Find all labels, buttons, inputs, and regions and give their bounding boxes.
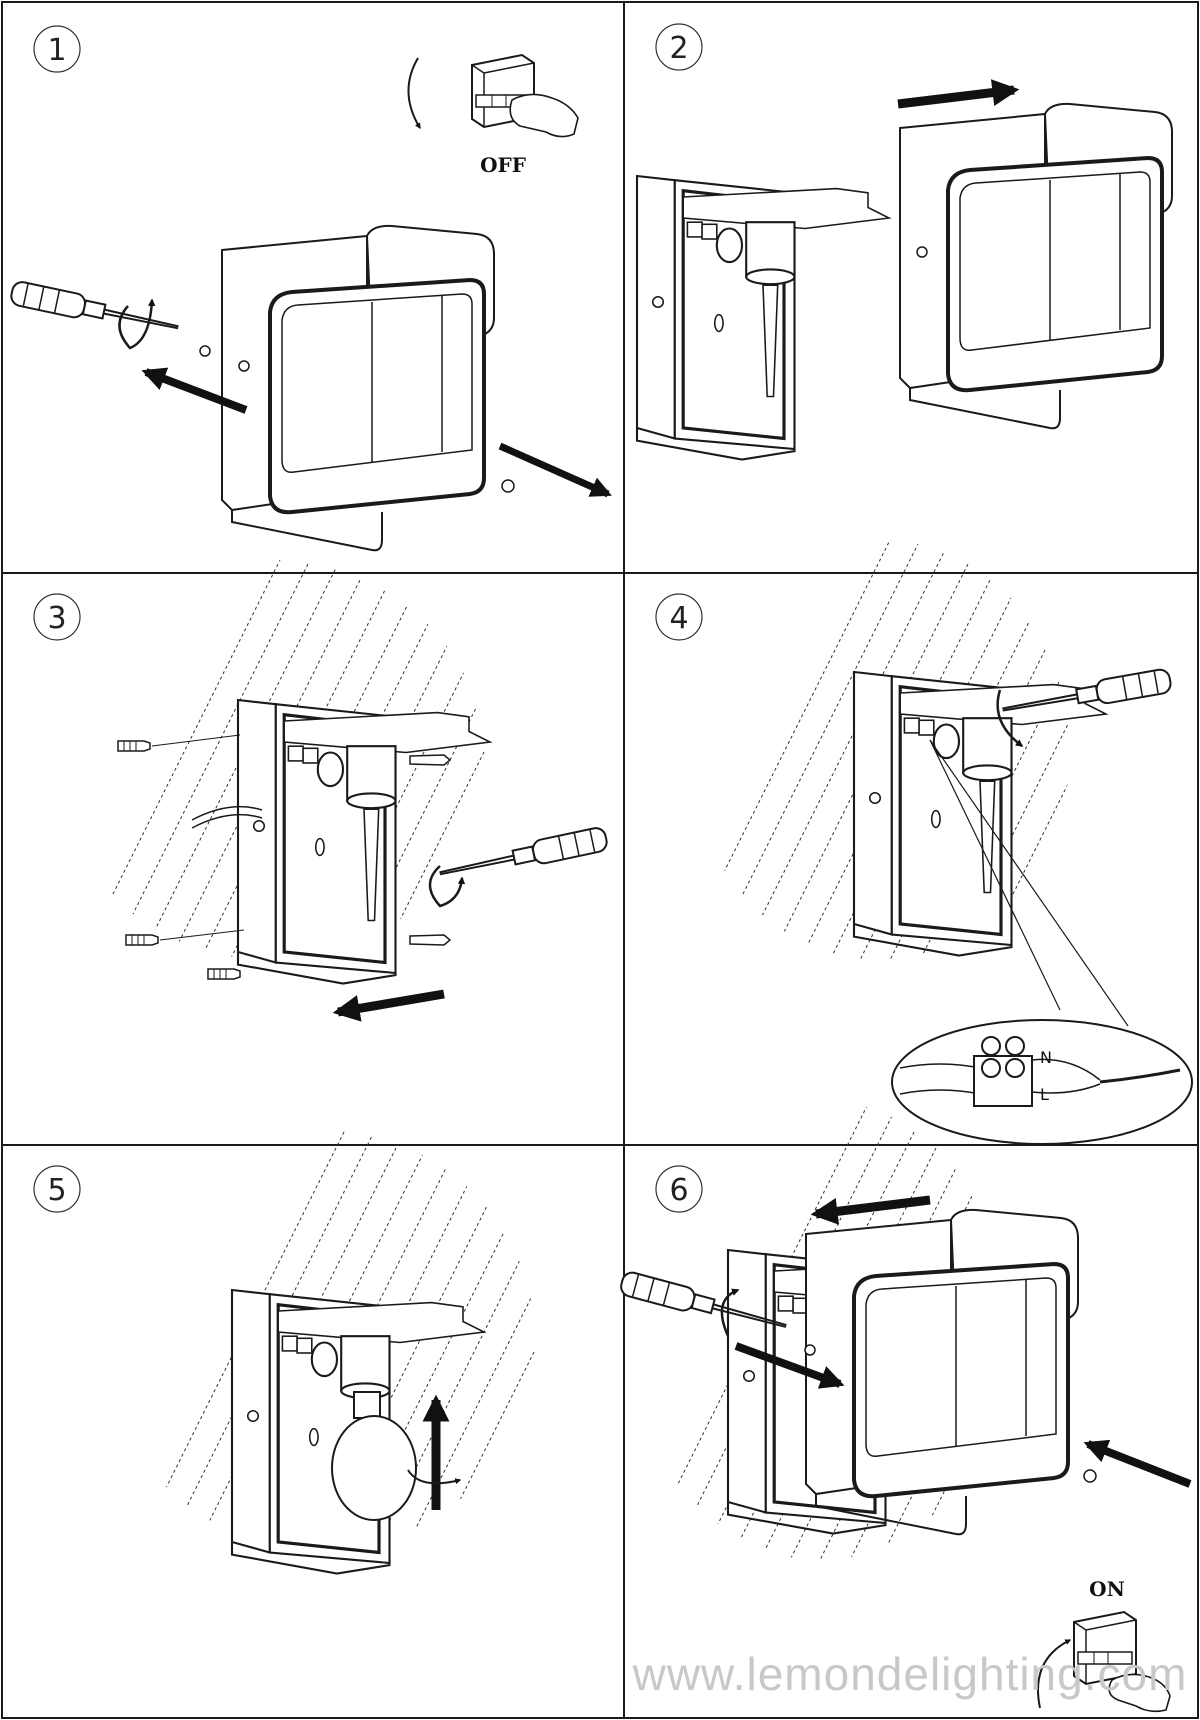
screw-icon (1083, 1469, 1097, 1483)
watermark: www.lemondelighting.com (632, 1648, 1188, 1700)
step-number: 2 (669, 31, 688, 66)
arrow-icon (498, 442, 612, 498)
wiring-detail-callout: N L (891, 1019, 1193, 1145)
wall-plug-icon (207, 968, 241, 980)
wall-hatching (55, 560, 485, 960)
step-number: 6 (669, 1173, 688, 1208)
step-number-badge (33, 25, 81, 73)
zoom-guide-line (929, 739, 1129, 1027)
hand-icon (509, 93, 579, 138)
step-number-badge (655, 23, 703, 71)
arrow-icon (1083, 1439, 1192, 1488)
wall-plug-icon (125, 934, 159, 946)
power-cable (191, 805, 263, 829)
power-on-label: ON (1089, 1577, 1125, 1601)
arrow-icon (141, 367, 248, 414)
step-number-badge (33, 1165, 81, 1213)
live-wire-label: L (1040, 1085, 1049, 1104)
rotate-arrow-icon (996, 689, 1024, 747)
alignment-line (151, 734, 241, 747)
panel-step-2: 2 (635, 23, 1174, 462)
screwdriver-icon (8, 279, 182, 341)
rotate-arrow-icon (428, 865, 466, 908)
step-number: 5 (47, 1173, 66, 1208)
wall-base-plate (236, 698, 492, 986)
wall-base-plate (635, 174, 891, 462)
step-number-badge (33, 593, 81, 641)
lamp-fixture (220, 223, 496, 553)
rotate-arrow-icon (1037, 1639, 1072, 1709)
arrow-icon (332, 989, 445, 1022)
panel-step-3: 3 (33, 560, 610, 1022)
screw-icon (199, 345, 211, 357)
screw-icon (409, 754, 452, 766)
terminal-block-icon (973, 1036, 1033, 1107)
neutral-wire-label: N (1040, 1048, 1052, 1067)
step-number-badge (655, 593, 703, 641)
panel-step-4: 4 (655, 540, 1193, 1145)
rotate-arrow-icon (407, 1469, 462, 1485)
screwdriver-icon (436, 825, 610, 887)
arrow-icon (810, 1195, 931, 1225)
alignment-line (159, 929, 245, 941)
screw-hole (238, 360, 250, 372)
arrow-icon (734, 1342, 845, 1389)
light-bulb-icon (331, 1391, 417, 1521)
wall-base-plate (852, 670, 1108, 958)
screw-icon (409, 934, 452, 946)
lamp-fixture (804, 1207, 1080, 1537)
screw-hole (916, 246, 928, 258)
rotate-arrow-icon (407, 57, 421, 130)
rotate-arrow-icon (118, 298, 156, 350)
step-number: 1 (47, 33, 66, 68)
zoom-guide-line (929, 739, 1061, 1011)
screw-icon (501, 479, 515, 493)
screw-icon (804, 1344, 816, 1356)
panel-step-1: 1 OFF (8, 25, 612, 553)
power-off-label: OFF (480, 153, 526, 177)
rotate-arrow-icon (720, 1288, 740, 1337)
lamp-fixture (898, 101, 1174, 431)
step-number: 4 (669, 601, 688, 636)
hand-icon (1108, 1673, 1171, 1713)
arrow-icon (897, 79, 1020, 109)
step-number-badge (655, 1165, 703, 1213)
wall-plug-icon (117, 740, 151, 752)
step-number: 3 (47, 601, 66, 636)
